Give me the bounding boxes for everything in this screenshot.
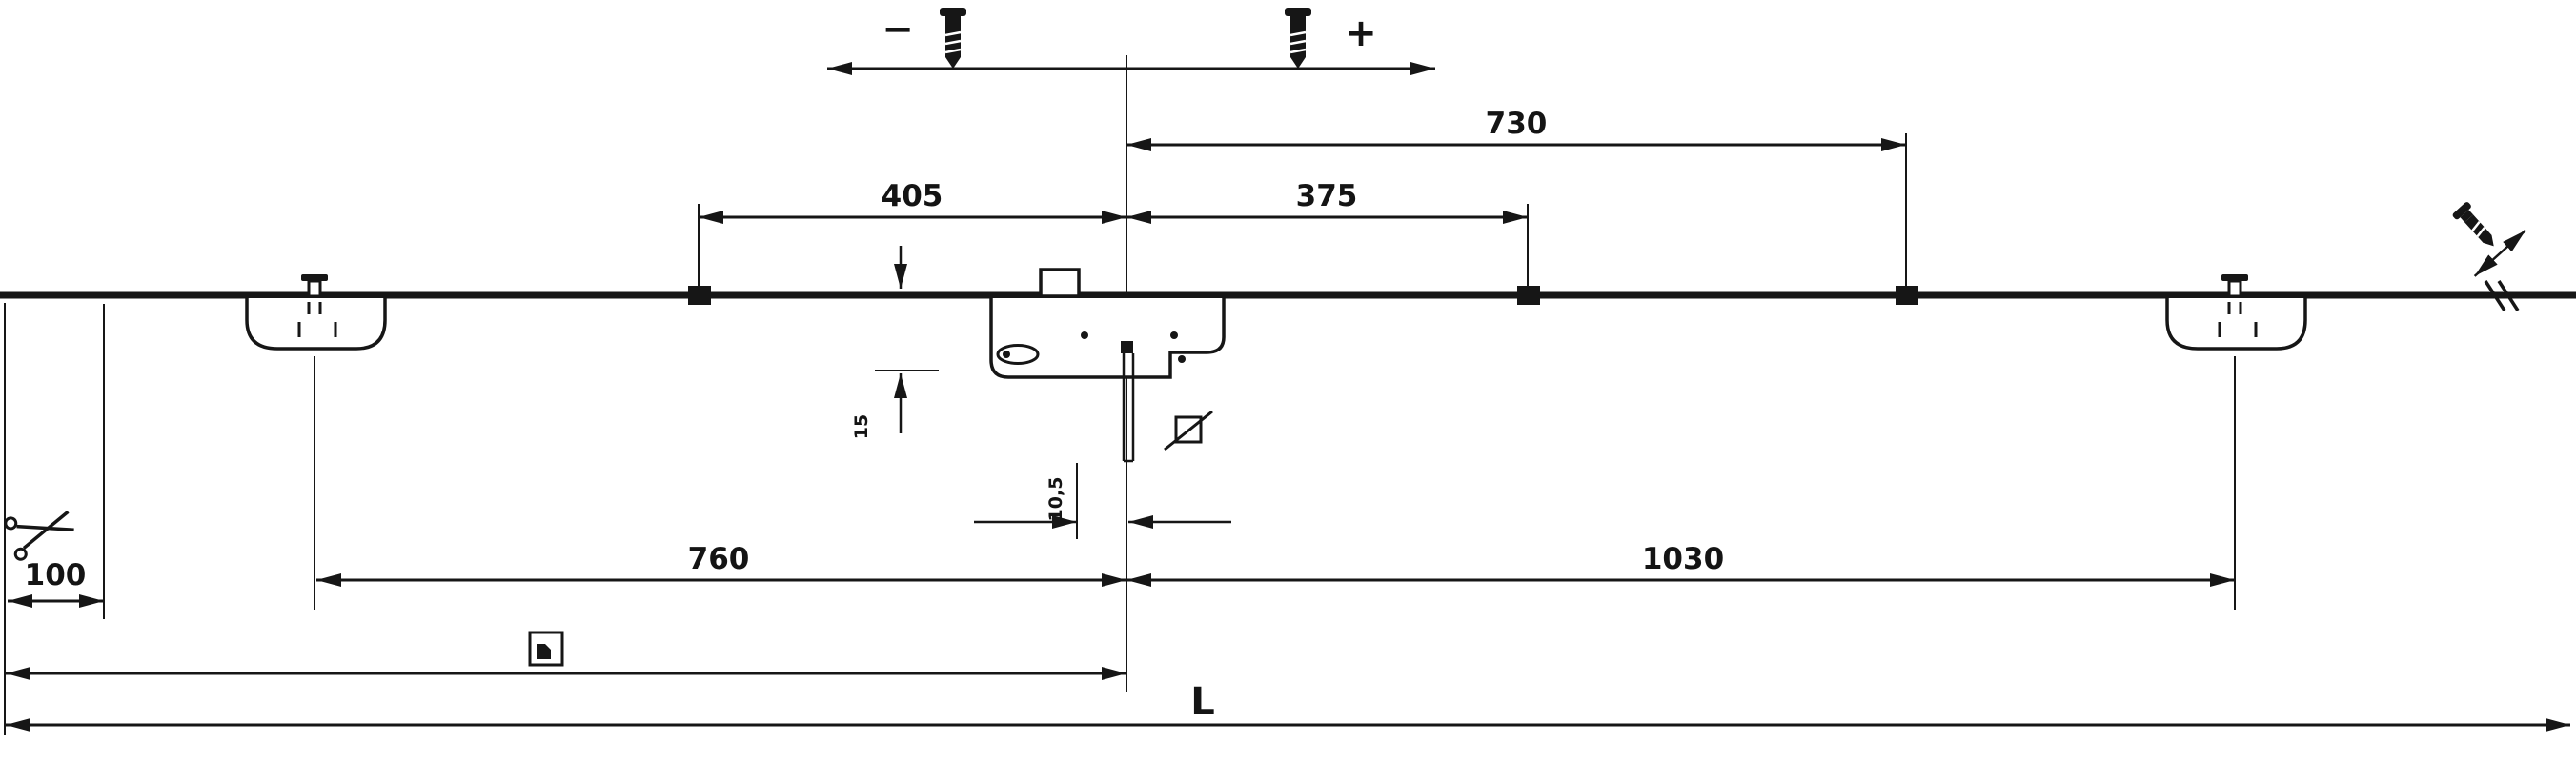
dim-pin-label: 10,5 [1045, 477, 1066, 522]
dim-405-label: 405 [882, 179, 943, 213]
adjust-plus-label: + [1345, 11, 1377, 55]
adjustment-direction-dim: − + [827, 8, 1435, 75]
dim-375-label: 375 [1296, 179, 1358, 213]
screw-icon [1285, 8, 1311, 69]
cam-roller-right [1896, 286, 1918, 305]
screw-icon [940, 8, 966, 69]
left-keeper-screw-stem [307, 279, 322, 298]
left-keeper-body [245, 298, 387, 351]
dim-730: 730 [1126, 107, 1907, 288]
dim-face-to-axis: 15 [851, 246, 939, 439]
dim-pin-offset: 10,5 [974, 463, 1231, 539]
screw-hole-lower [1178, 355, 1186, 363]
gearbox-case [989, 298, 1226, 379]
right-keeper-screw-cap [2221, 274, 2248, 281]
rail-break-mark-2 [2497, 280, 2520, 311]
screw-hole-right [1170, 331, 1178, 339]
central-gearbox [989, 268, 1226, 463]
left-keeper [245, 274, 387, 351]
note-box-icon [528, 631, 564, 667]
tilt-adjust-arrow [2473, 229, 2527, 277]
scissors-icon [4, 510, 74, 561]
cam-roller-left [688, 286, 711, 305]
screw-hole-left [1081, 331, 1088, 339]
dim-100: 100 [4, 304, 105, 619]
cam-roller-mid [1517, 286, 1540, 305]
right-keeper [2165, 274, 2307, 351]
latch-tongue [1039, 268, 1081, 298]
dim-L-label: L [1190, 680, 1215, 724]
rail-break-mark-1 [2484, 280, 2506, 311]
adjust-minus-label: − [882, 8, 914, 51]
dim-100-label: 100 [25, 558, 87, 592]
cylinder-pin-dot [1003, 351, 1010, 358]
dim-1030: 1030 [1126, 356, 2236, 610]
dim-760-label: 760 [688, 542, 750, 576]
dim-405: 405 [698, 179, 1126, 288]
tilt-screw-icon [2452, 202, 2527, 277]
square-spindle-icon [1164, 410, 1213, 451]
dim-1030-label: 1030 [1642, 542, 1724, 576]
dim-face-label: 15 [851, 414, 872, 439]
right-keeper-body [2165, 298, 2307, 351]
spindle-square [1121, 341, 1133, 353]
cylinder-hole [996, 344, 1040, 365]
dim-760: 760 [314, 356, 1126, 610]
dim-L: L [6, 680, 2570, 732]
right-keeper-screw-stem [2227, 279, 2242, 298]
dim-375: 375 [1126, 179, 1529, 288]
left-keeper-screw-cap [301, 274, 328, 281]
dim-730-label: 730 [1486, 107, 1548, 141]
